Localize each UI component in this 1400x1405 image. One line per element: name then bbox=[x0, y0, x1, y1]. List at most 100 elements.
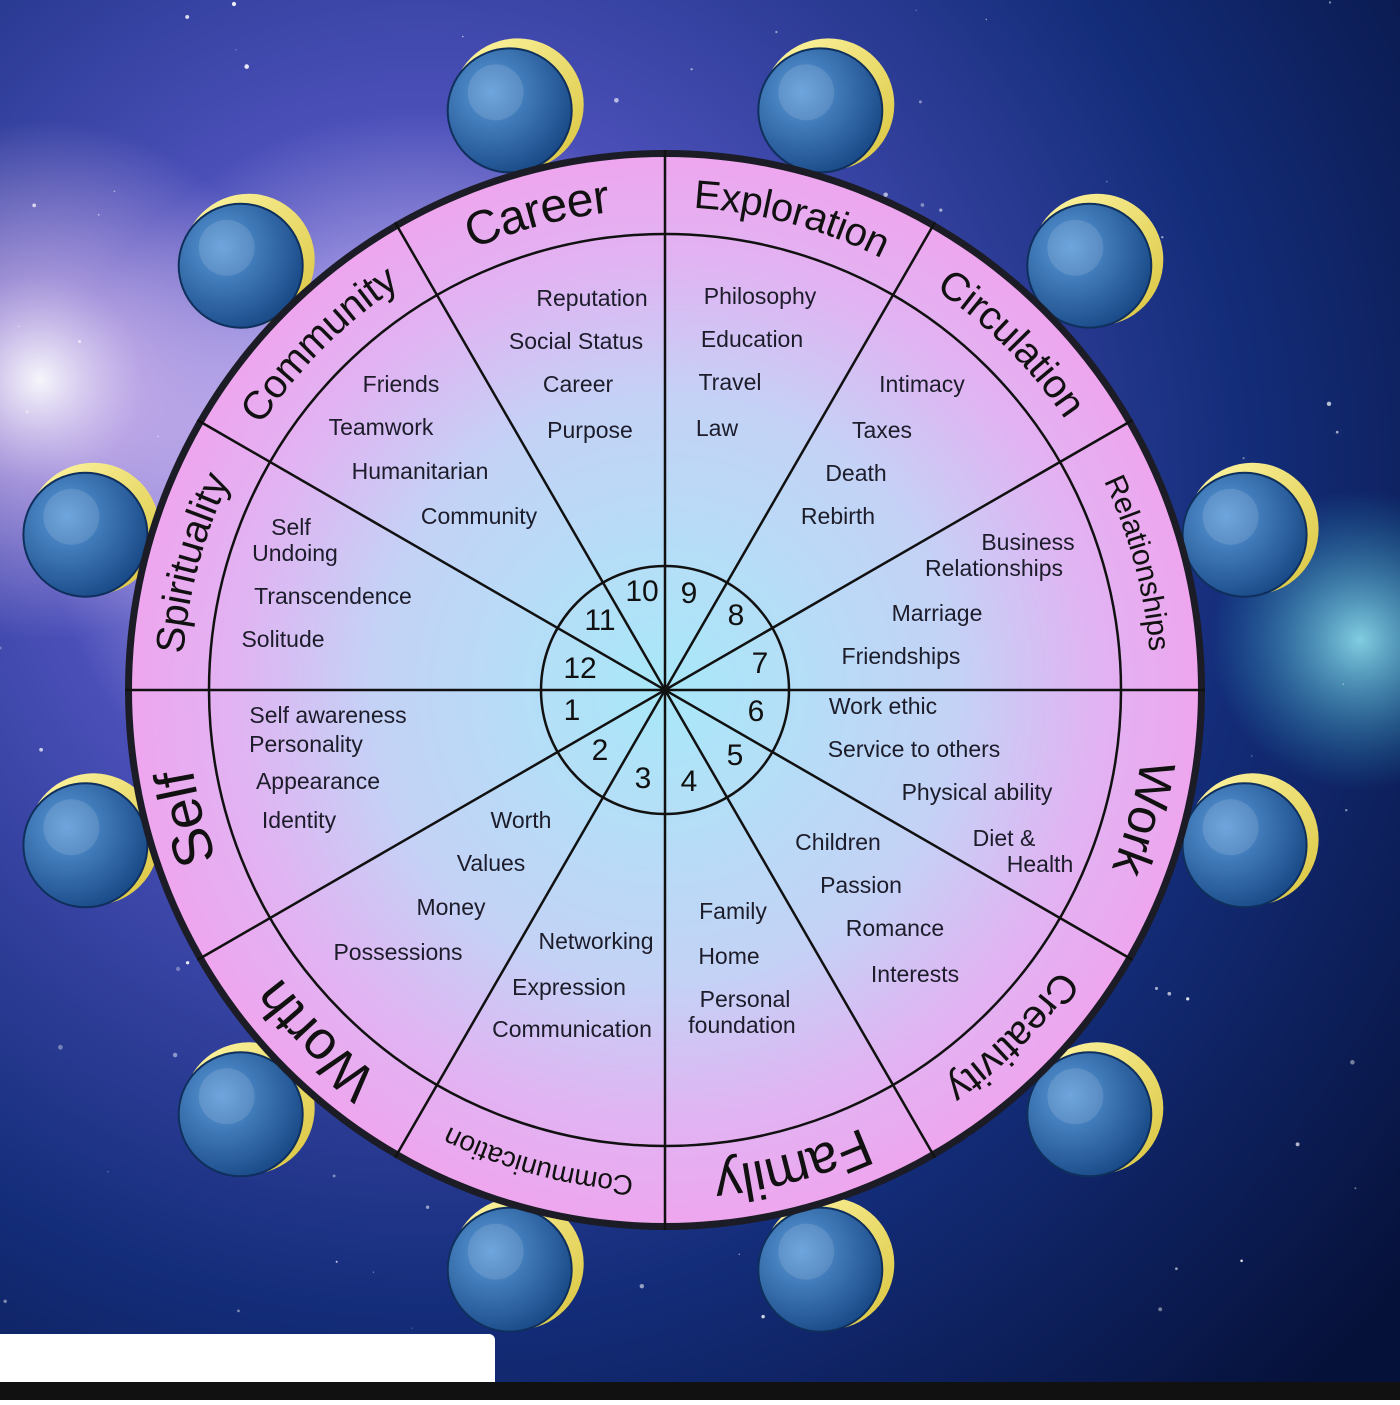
house-topic-label: Humanitarian bbox=[352, 458, 489, 484]
star bbox=[1161, 235, 1164, 239]
house-topic-label: Personality bbox=[249, 731, 363, 757]
house-topic-label: Career bbox=[543, 371, 614, 397]
taurus-bull-icon bbox=[177, 1042, 315, 1178]
house-topic-label: Philosophy bbox=[704, 283, 817, 309]
star bbox=[107, 1171, 109, 1173]
star bbox=[113, 190, 116, 193]
house-topic-label: Friendships bbox=[842, 643, 961, 669]
star bbox=[738, 1253, 741, 1256]
star bbox=[1342, 683, 1344, 685]
house-number: 12 bbox=[563, 652, 596, 685]
house-topic-label: Children bbox=[795, 829, 881, 855]
house-number: 4 bbox=[681, 765, 698, 798]
house-topic-label: Marriage bbox=[892, 600, 983, 626]
leo-lion-icon bbox=[1026, 1042, 1164, 1178]
capricorn-goat-icon bbox=[446, 38, 584, 174]
house-number: 9 bbox=[681, 577, 698, 610]
star bbox=[411, 1327, 413, 1329]
house-topic-label: Death bbox=[825, 460, 886, 486]
star bbox=[639, 1284, 644, 1289]
house-number: 10 bbox=[625, 575, 658, 608]
star bbox=[372, 1271, 375, 1273]
star bbox=[920, 203, 925, 207]
house-topic-label: Taxes bbox=[852, 417, 912, 443]
house-topic-label: Social Status bbox=[509, 328, 643, 354]
star bbox=[185, 961, 190, 965]
house-topic-label: Worth bbox=[491, 807, 552, 833]
house-topic-label: Health bbox=[1007, 851, 1073, 877]
star bbox=[332, 1174, 336, 1178]
house-number: 11 bbox=[584, 604, 615, 637]
house-topic-label: Education bbox=[701, 326, 803, 352]
house-topic-label: Expression bbox=[512, 974, 626, 1000]
house-topic-label: Business bbox=[981, 529, 1074, 555]
house-topic-label: Relationships bbox=[925, 555, 1063, 581]
house-topic-label: Service to others bbox=[828, 736, 1001, 762]
house-topic-label: Networking bbox=[538, 928, 653, 954]
star bbox=[1354, 1187, 1357, 1190]
bottom-white-panel bbox=[0, 1334, 495, 1382]
star bbox=[775, 30, 778, 34]
star bbox=[425, 1205, 430, 1209]
star bbox=[17, 325, 20, 328]
house-topic-label: Appearance bbox=[256, 768, 380, 794]
star bbox=[235, 48, 237, 51]
house-topic-label: Intimacy bbox=[879, 371, 965, 397]
house-topic-label: Community bbox=[421, 503, 538, 529]
house-topic-label: Personal bbox=[700, 986, 791, 1012]
aquarius-water-bearer-icon bbox=[177, 193, 315, 329]
house-topic-label: Travel bbox=[698, 369, 761, 395]
house-topic-label: Work ethic bbox=[829, 693, 937, 719]
star bbox=[1251, 755, 1253, 757]
house-topic-label: Undoing bbox=[252, 540, 338, 566]
house-topic-label: Identity bbox=[262, 807, 337, 833]
star bbox=[1242, 457, 1245, 460]
house-topic-label: Interests bbox=[871, 961, 959, 987]
star bbox=[883, 192, 888, 197]
star bbox=[690, 68, 693, 71]
sagittarius-archer-icon bbox=[1026, 193, 1164, 329]
house-topic-label: Romance bbox=[846, 915, 944, 941]
house-topic-label: Solitude bbox=[241, 626, 324, 652]
libra-scales-icon bbox=[1181, 462, 1319, 598]
star bbox=[172, 1052, 178, 1058]
house-number: 1 bbox=[564, 694, 581, 727]
star bbox=[1240, 1259, 1243, 1263]
house-topic-label: Communication bbox=[492, 1016, 652, 1042]
star bbox=[185, 14, 190, 19]
star bbox=[1105, 180, 1108, 183]
star bbox=[614, 97, 619, 103]
star bbox=[237, 1309, 240, 1313]
star bbox=[761, 1314, 765, 1319]
star bbox=[39, 747, 43, 752]
star bbox=[1345, 809, 1348, 812]
house-topic-label: Diet & bbox=[973, 825, 1036, 851]
house-topic-label: Family bbox=[699, 898, 767, 924]
star bbox=[1158, 1307, 1163, 1312]
house-topic-label: Teamwork bbox=[329, 414, 434, 440]
house-topic-label: Rebirth bbox=[801, 503, 875, 529]
house-topic-label: Money bbox=[416, 894, 486, 920]
star bbox=[918, 100, 922, 104]
virgo-maiden-icon bbox=[1181, 773, 1319, 909]
gemini-twins-icon bbox=[446, 1197, 584, 1333]
star bbox=[175, 966, 181, 972]
star bbox=[58, 1044, 63, 1050]
house-number: 3 bbox=[635, 762, 652, 795]
house-topic-label: Values bbox=[457, 850, 526, 876]
house-dividers bbox=[125, 150, 1205, 1230]
cancer-crab-icon bbox=[757, 1197, 895, 1333]
house-number: 7 bbox=[752, 647, 769, 680]
house-topic-label: Law bbox=[696, 415, 739, 441]
zodiac-medallions bbox=[22, 38, 1319, 1333]
star bbox=[78, 340, 81, 343]
star bbox=[97, 214, 100, 216]
house-divider-line bbox=[196, 418, 1134, 962]
star bbox=[1154, 986, 1159, 990]
house-topic-label: Self bbox=[271, 514, 311, 540]
house-topic-label: Passion bbox=[820, 872, 902, 898]
